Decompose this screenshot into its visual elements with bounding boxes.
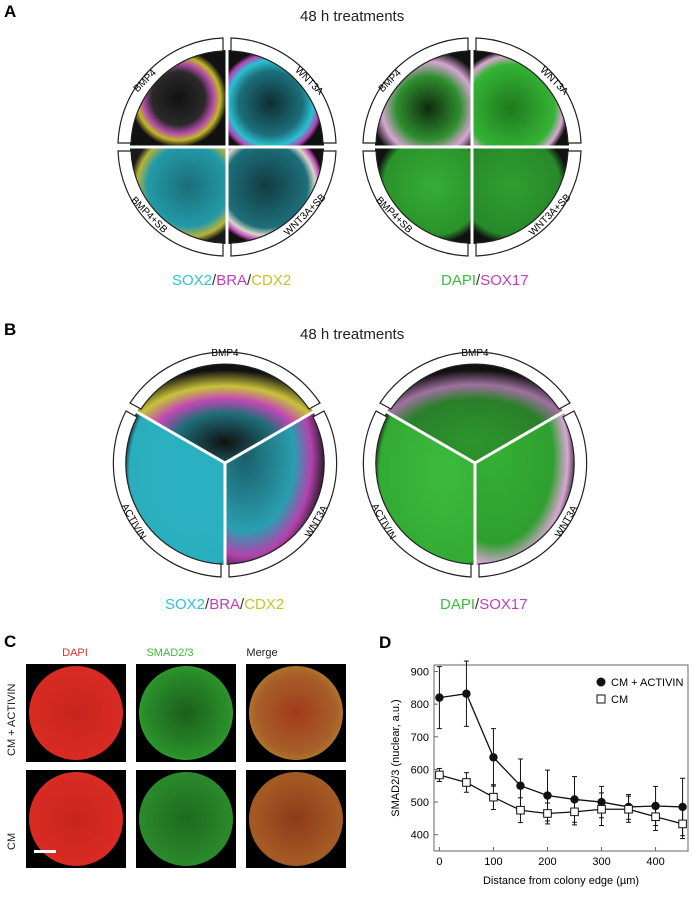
caption-bra: BRA [216, 272, 248, 289]
panel-b-right-disc-figure: BMP4 ACTIVIN WNT3A [362, 348, 588, 578]
panel-a-left-caption: SOX2/BRA/CDX2 [172, 272, 291, 289]
data-point-cm [597, 804, 606, 814]
y-tick-label: 600 [411, 764, 429, 776]
panel-a-right-caption: DAPI/SOX17 [441, 272, 529, 289]
panel-d-letter: D [379, 633, 391, 652]
x-tick-label: 100 [484, 856, 502, 868]
legend-label-cm: CM [611, 694, 628, 706]
panel-c-row-cm: CM [6, 832, 18, 850]
panel-a-right-disc-figure: BMP4 WNT3A BMP4+SB WNT3A+SB [362, 37, 582, 257]
data-point-activin [516, 781, 525, 790]
data-point-cm [489, 792, 498, 802]
caption-dapi: DAPI [441, 272, 477, 289]
micrograph-dapi-activin [26, 664, 126, 762]
legend-marker-cm [596, 694, 606, 704]
caption-sox2: SOX2 [165, 596, 206, 613]
caption-cdx2: CDX2 [251, 272, 292, 289]
y-axis-label: SMAD2/3 (nuclear, a.u.) [390, 699, 402, 816]
micrograph-dapi-cm [26, 770, 126, 868]
caption-slash: / [476, 272, 481, 289]
x-tick-label: 0 [436, 856, 442, 868]
data-point-activin [435, 693, 444, 702]
panel-c-col-merge: Merge [246, 647, 278, 659]
micrograph-merge-cm [246, 770, 346, 868]
data-point-activin [462, 689, 471, 698]
data-point-cm [462, 778, 471, 787]
panel-b-left-caption: SOX2/BRA/CDX2 [165, 596, 284, 613]
caption-bra: BRA [209, 596, 241, 613]
y-tick-label: 400 [411, 830, 429, 842]
y-tick-label: 900 [411, 667, 429, 679]
data-point-cm [435, 770, 444, 780]
caption-dapi: DAPI [440, 596, 476, 613]
panel-c-letter: C [4, 632, 17, 651]
caption-cdx2: CDX2 [244, 596, 285, 613]
plot-frame [433, 664, 689, 852]
micrograph-smad-activin [136, 664, 236, 762]
micrograph-smad-cm [136, 770, 236, 868]
data-point-cm [651, 812, 660, 822]
caption-sox2: SOX2 [172, 272, 213, 289]
panel-c-col-smad: SMAD2/3 [146, 647, 194, 659]
panel-b-right-label-0: BMP4 [461, 348, 489, 359]
panel-b-left-label-0: BMP4 [211, 348, 239, 359]
micrograph-merge-activin [246, 664, 346, 762]
y-tick-label: 700 [411, 732, 429, 744]
legend-marker-activin [596, 677, 606, 687]
data-point-cm [543, 809, 552, 818]
data-point-activin [489, 753, 498, 762]
data-point-cm [624, 804, 633, 814]
caption-slash: / [205, 596, 210, 613]
data-point-cm [570, 807, 579, 817]
x-tick-label: 200 [538, 856, 556, 868]
panel-b-right-caption: DAPI/SOX17 [440, 596, 528, 613]
series-line-1 [439, 774, 683, 825]
legend-label-activin: CM + ACTIVIN [611, 677, 683, 689]
caption-slash: / [247, 272, 252, 289]
panel-c-row-cm-activin: CM + ACTIVIN [6, 683, 18, 756]
panel-b-letter: B [4, 320, 17, 339]
data-point-cm [678, 819, 687, 829]
panel-c-col-dapi: DAPI [62, 647, 88, 659]
caption-sox17: SOX17 [480, 272, 529, 289]
caption-slash: / [212, 272, 217, 289]
panel-b-left-disc-figure: BMP4 ACTIVIN WNT3A [112, 348, 338, 578]
y-tick-label: 800 [411, 699, 429, 711]
panel-a-letter: A [4, 2, 17, 21]
legend: CM + ACTIVIN CM [596, 677, 683, 706]
data-point-cm [516, 805, 525, 815]
scale-bar [34, 850, 56, 853]
caption-sox17: SOX17 [479, 596, 528, 613]
caption-slash: / [240, 596, 245, 613]
panel-d-chart: D 0 100 200 300 400 400 500 600 700 800 900 SMAD2/… [379, 633, 689, 887]
caption-slash: / [475, 596, 480, 613]
y-tick-label: 500 [411, 797, 429, 809]
x-tick-label: 400 [646, 856, 664, 868]
panel-a-title: 48 h treatments [300, 8, 405, 25]
panel-b-title: 48 h treatments [300, 326, 405, 343]
x-tick-label: 300 [592, 856, 610, 868]
panel-a-left-disc-figure: BMP4 WNT3A BMP4+SB WNT3A+SB [117, 37, 337, 257]
series-line-0 [439, 693, 683, 808]
x-axis-label: Distance from colony edge (µm) [483, 875, 639, 887]
data-point-activin [543, 791, 552, 800]
